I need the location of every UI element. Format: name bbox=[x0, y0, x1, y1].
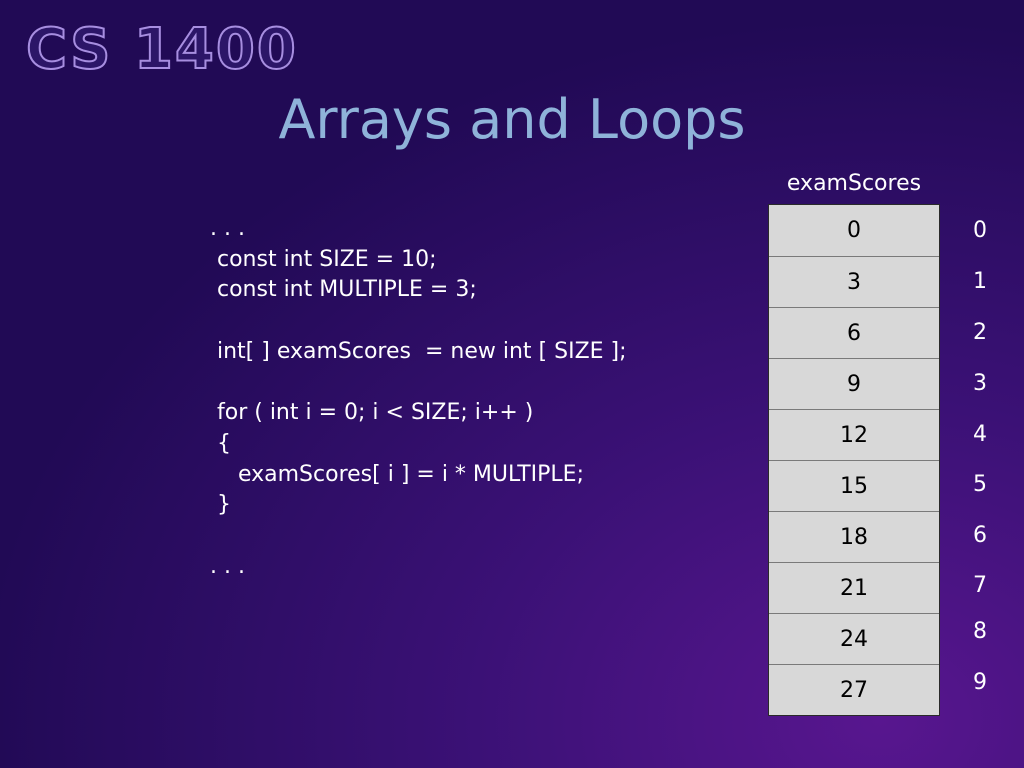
array-cell: 0 bbox=[769, 205, 939, 256]
slide-title: Arrays and Loops bbox=[278, 88, 746, 151]
array-index-label: 6 bbox=[973, 523, 987, 548]
code-line: { bbox=[210, 430, 231, 456]
array-cell: 15 bbox=[769, 460, 939, 511]
array-cell: 27 bbox=[769, 664, 939, 715]
array-index-label: 9 bbox=[973, 670, 987, 695]
code-line bbox=[210, 306, 627, 337]
code-line bbox=[210, 367, 627, 398]
array-cell: 6 bbox=[769, 307, 939, 358]
array-cell: 24 bbox=[769, 613, 939, 664]
code-line: . . . bbox=[210, 216, 245, 241]
array-index-label: 1 bbox=[973, 269, 987, 294]
code-line: } bbox=[210, 492, 231, 518]
code-line: for ( int i = 0; i < SIZE; i++ ) bbox=[210, 400, 534, 426]
array-index-label: 2 bbox=[973, 320, 987, 345]
array-index-label: 0 bbox=[973, 218, 987, 243]
array-cell: 12 bbox=[769, 409, 939, 460]
array-cell: 21 bbox=[769, 562, 939, 613]
array-index-label: 7 bbox=[973, 573, 987, 598]
code-line: . . . bbox=[210, 553, 245, 579]
code-line bbox=[210, 521, 627, 552]
array-name-label: examScores bbox=[786, 171, 922, 196]
array-index-label: 8 bbox=[973, 619, 987, 644]
array-index-label: 5 bbox=[973, 472, 987, 497]
code-line: int[ ] examScores = new int [ SIZE ]; bbox=[210, 338, 627, 364]
array-index-label: 4 bbox=[973, 422, 987, 447]
code-line: examScores[ i ] = i * MULTIPLE; bbox=[210, 461, 584, 487]
code-line: const int SIZE = 10; bbox=[210, 246, 437, 272]
array-index-label: 3 bbox=[973, 371, 987, 396]
array-cell: 18 bbox=[769, 511, 939, 562]
course-logo: CS 1400 bbox=[25, 16, 298, 83]
array-cell: 9 bbox=[769, 358, 939, 409]
array-diagram: 0 3 6 9 12 15 18 21 24 27 bbox=[768, 204, 940, 716]
code-line: const int MULTIPLE = 3; bbox=[210, 277, 477, 303]
code-block: . . . const int SIZE = 10; const int MUL… bbox=[210, 214, 627, 582]
array-cell: 3 bbox=[769, 256, 939, 307]
